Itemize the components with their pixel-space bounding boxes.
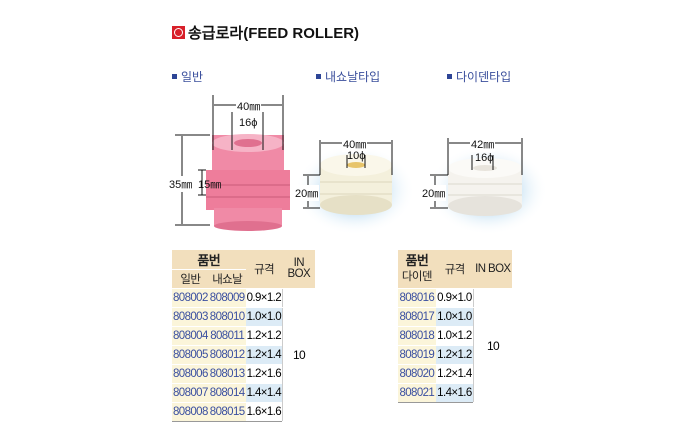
dim-daiden-width: 42㎜	[470, 136, 496, 152]
general-code: 808002	[172, 288, 209, 308]
dim-general-groove: 15㎜	[198, 179, 222, 191]
daiden-code: 808016	[398, 288, 436, 308]
spec-value: 1.6×1.6	[245, 402, 283, 422]
section-daiden: 다이덴타입	[447, 68, 511, 85]
header-national: 내쇼날	[208, 269, 246, 289]
section-label: 내쇼날타입	[325, 70, 381, 84]
spec-value: 1.2×1.6	[245, 364, 283, 384]
daiden-code: 808018	[398, 326, 436, 346]
header-general: 일반	[172, 269, 209, 289]
daiden-roller-image	[448, 158, 522, 216]
general-code: 808007	[172, 383, 209, 403]
dim-national-width: 40㎜	[342, 136, 368, 152]
dim-daiden-bore: 16ϕ	[475, 152, 494, 164]
dim-national-height: 20㎜	[294, 185, 320, 201]
header-spec: 규격	[245, 250, 283, 289]
section-general: 일반	[172, 68, 203, 85]
spec-value: 1.2×1.4	[245, 345, 283, 365]
national-code: 808011	[208, 326, 246, 346]
dim-general-height: 35㎜	[168, 176, 194, 192]
general-code: 808003	[172, 307, 209, 327]
header-inbox: IN BOX	[473, 250, 512, 289]
general-roller-image	[206, 134, 290, 231]
spec-value: 0.9×1.0	[435, 288, 474, 308]
dim-national-bore: 10ϕ	[347, 150, 366, 162]
inbox-value: 10	[473, 288, 512, 403]
dim-general-bore: 16ϕ	[238, 117, 259, 129]
general-code: 808004	[172, 326, 209, 346]
national-code: 808010	[208, 307, 246, 327]
logo-icon	[172, 26, 185, 39]
daiden-code: 808021	[398, 383, 436, 403]
daiden-code: 808017	[398, 307, 436, 327]
header-part: 품번	[172, 250, 246, 270]
dim-general-width: 40㎜	[236, 98, 262, 114]
national-code: 808012	[208, 345, 246, 365]
section-label: 다이덴타입	[456, 70, 512, 84]
national-code: 808015	[208, 402, 246, 422]
inbox-value: 10	[282, 288, 315, 422]
general-code: 808006	[172, 364, 209, 384]
spec-value: 1.2×1.2	[435, 345, 474, 365]
national-roller-image	[320, 154, 392, 215]
spec-value: 1.2×1.4	[435, 364, 474, 384]
title-text: 송급로라(FEED ROLLER)	[188, 25, 360, 42]
spec-value: 0.9×1.2	[245, 288, 283, 308]
bullet-icon	[316, 74, 321, 79]
bullet-icon	[172, 74, 177, 79]
daiden-code: 808019	[398, 345, 436, 365]
spec-value: 1.4×1.6	[435, 383, 474, 403]
header-inbox: IN BOX	[282, 250, 315, 289]
national-code: 808013	[208, 364, 246, 384]
general-code: 808005	[172, 345, 209, 365]
section-national: 내쇼날타입	[316, 68, 380, 85]
daiden-code: 808020	[398, 364, 436, 384]
header-spec: 규격	[435, 250, 474, 289]
section-label: 일반	[181, 70, 204, 84]
general-code: 808008	[172, 402, 209, 422]
national-code: 808014	[208, 383, 246, 403]
dim-daiden-height: 20㎜	[421, 185, 447, 201]
page-title: 송급로라(FEED ROLLER)	[172, 22, 359, 43]
spec-value: 1.4×1.4	[245, 383, 283, 403]
national-code: 808009	[208, 288, 246, 308]
spec-value: 1.0×1.0	[245, 307, 283, 327]
spec-value: 1.0×1.2	[435, 326, 474, 346]
spec-value: 1.0×1.0	[435, 307, 474, 327]
spec-value: 1.2×1.2	[245, 326, 283, 346]
roller-illustrations	[175, 95, 548, 235]
bullet-icon	[447, 74, 452, 79]
